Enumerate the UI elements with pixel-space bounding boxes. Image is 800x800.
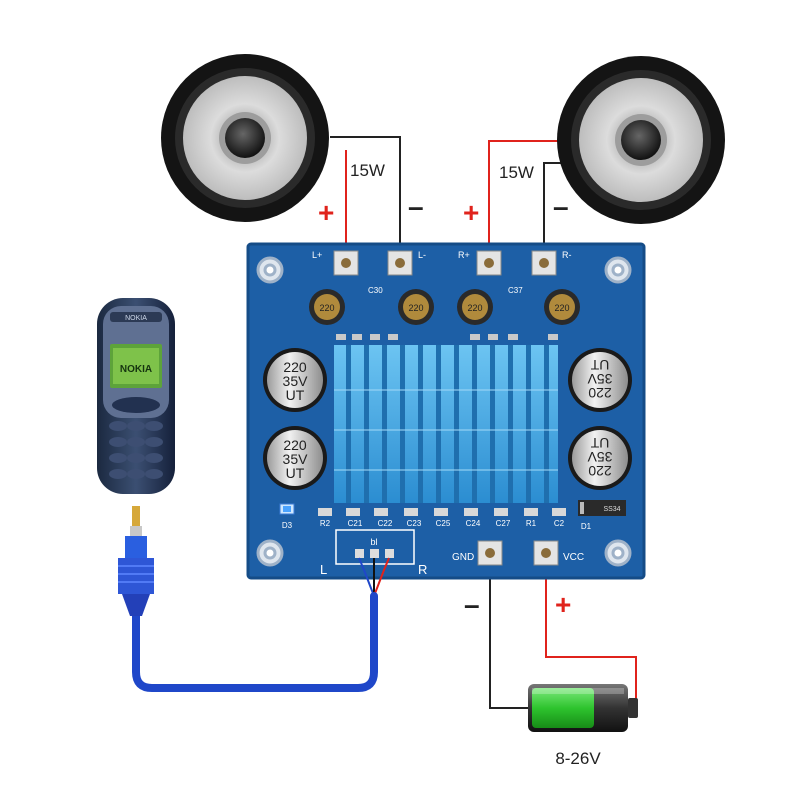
svg-text:C21: C21 <box>348 519 363 528</box>
input-signal-wires <box>358 557 390 597</box>
terminal-label-r-minus: R- <box>562 250 572 260</box>
audio-jack-plug <box>118 506 154 616</box>
vcc-label: VCC <box>563 552 584 563</box>
svg-text:SS34: SS34 <box>603 506 620 513</box>
svg-text:220: 220 <box>408 303 423 313</box>
svg-text:35V: 35V <box>587 371 613 387</box>
power-wires <box>489 565 637 709</box>
svg-text:35V: 35V <box>283 373 309 389</box>
svg-text:35V: 35V <box>283 451 309 467</box>
mounting-holes <box>256 256 632 567</box>
svg-text:220: 220 <box>283 437 307 453</box>
left-speaker-minus-sign: – <box>408 191 424 222</box>
electrolytic-cap-right-bottom: 220 35V UT <box>568 426 632 490</box>
terminal-label-l-plus: L+ <box>312 250 322 260</box>
terminal-label-l-minus: L- <box>418 250 426 260</box>
svg-text:35V: 35V <box>587 449 613 465</box>
right-speaker-minus-sign: – <box>553 191 569 222</box>
svg-text:220: 220 <box>283 359 307 375</box>
electrolytic-cap-right-top: 220 35V UT <box>568 348 632 412</box>
svg-text:C25: C25 <box>436 519 451 528</box>
svg-text:C22: C22 <box>378 519 393 528</box>
component-labels-bottom: R2 C21 C22 C23 C25 C24 C27 R1 C2 <box>320 519 565 528</box>
battery-voltage-label: 8-26V <box>555 749 601 768</box>
svg-text:220: 220 <box>467 303 482 313</box>
silk-c37: C37 <box>508 286 523 295</box>
svg-text:220: 220 <box>588 385 612 401</box>
led-indicator: D3 <box>279 503 295 530</box>
mobile-phone: NOKIA NOKIA <box>97 298 175 494</box>
input-left-label: L <box>320 562 327 577</box>
svg-text:C24: C24 <box>466 519 481 528</box>
right-speaker-red-wire <box>488 140 560 263</box>
power-terminals <box>477 540 559 566</box>
audio-cable <box>132 592 378 692</box>
output-terminals <box>333 250 557 276</box>
svg-text:UT: UT <box>590 357 609 373</box>
amplifier-board: L+ L- R+ R- 220 220 220 220 C30 C37 <box>246 242 646 580</box>
svg-text:bl: bl <box>370 537 377 547</box>
gnd-black-wire <box>489 565 528 709</box>
svg-text:220: 220 <box>319 303 334 313</box>
battery <box>528 684 638 732</box>
svg-text:220: 220 <box>588 463 612 479</box>
svg-text:C2: C2 <box>554 519 565 528</box>
vcc-red-wire <box>545 565 637 700</box>
smd-row-top <box>336 334 558 340</box>
right-speaker-power-label: 15W <box>499 163 534 182</box>
top-inductors: 220 220 220 220 <box>309 289 580 325</box>
left-speaker-power-label: 15W <box>350 161 385 180</box>
svg-text:UT: UT <box>286 387 305 403</box>
svg-text:R2: R2 <box>320 519 331 528</box>
svg-text:D3: D3 <box>282 521 293 530</box>
input-right-label: R <box>418 562 427 577</box>
svg-text:UT: UT <box>590 435 609 451</box>
silk-c30: C30 <box>368 286 383 295</box>
diode-d1: SS34 D1 <box>578 500 626 531</box>
right-speaker-plus-sign: + <box>463 197 479 228</box>
smd-row-bottom <box>318 508 566 516</box>
heatsink <box>334 345 558 503</box>
electrolytic-cap-left-bottom: 220 35V UT <box>263 426 327 490</box>
right-speaker <box>557 56 725 224</box>
phone-display-text: NOKIA <box>120 364 152 375</box>
svg-text:R1: R1 <box>526 519 537 528</box>
terminal-label-r-plus: R+ <box>458 250 470 260</box>
left-speaker <box>161 54 329 222</box>
svg-text:C23: C23 <box>407 519 422 528</box>
svg-text:UT: UT <box>286 465 305 481</box>
phone-keypad <box>109 421 163 479</box>
battery-minus-sign: – <box>464 589 480 620</box>
svg-text:220: 220 <box>554 303 569 313</box>
svg-text:D1: D1 <box>581 522 592 531</box>
svg-text:C27: C27 <box>496 519 511 528</box>
left-speaker-plus-sign: + <box>318 197 334 228</box>
electrolytic-cap-left-top: 220 35V UT <box>263 348 327 412</box>
left-speaker-black-wire <box>330 136 401 263</box>
phone-brand: NOKIA <box>125 315 147 322</box>
gnd-label: GND <box>452 552 474 563</box>
battery-plus-sign: + <box>555 589 571 620</box>
